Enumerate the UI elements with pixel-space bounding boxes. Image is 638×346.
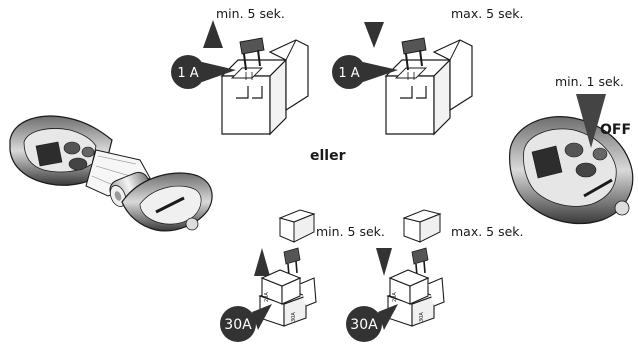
arrow-down-icon xyxy=(376,248,392,276)
fuse-holder-small-icon xyxy=(220,37,309,136)
time-label-bottom-right: max. 5 sek. xyxy=(451,224,524,239)
svg-text:1 A: 1 A xyxy=(177,66,198,81)
svg-text:1 A: 1 A xyxy=(338,66,359,81)
fuse-badge-top-right: 1 A xyxy=(332,55,398,89)
time-label-bottom-left: min. 5 sek. xyxy=(316,224,385,239)
fuse-badge-bottom-right: 30A xyxy=(346,304,398,342)
time-label-top-right: max. 5 sek. xyxy=(451,6,524,21)
off-label: OFF xyxy=(600,122,631,138)
blade-fuse-icon xyxy=(411,247,429,277)
svg-text:30A: 30A xyxy=(291,312,297,322)
blade-fuse-icon xyxy=(283,247,301,277)
fuse-holder-small-icon xyxy=(384,37,473,136)
svg-text:20A: 20A xyxy=(392,292,398,302)
fuse-badge-top-left: 1 A xyxy=(171,55,236,89)
or-label: eller xyxy=(310,148,346,164)
fuse-badge-bottom-left: 30A xyxy=(220,304,272,342)
svg-text:30A: 30A xyxy=(419,312,425,322)
svg-text:30A: 30A xyxy=(224,317,252,333)
arrow-down-icon xyxy=(364,22,384,48)
arrow-up-icon xyxy=(254,248,270,276)
press-arrow-icon xyxy=(576,94,606,148)
arrow-up-icon xyxy=(203,20,223,48)
time-label-top-left: min. 5 sek. xyxy=(216,6,285,21)
svg-text:20A: 20A xyxy=(264,292,270,302)
remote-control-icon xyxy=(509,116,634,225)
time-label-remote: min. 1 sek. xyxy=(555,74,624,89)
fuse-holder-large-icon: 20A 30A xyxy=(386,269,445,327)
svg-text:30A: 30A xyxy=(350,317,378,333)
remote-control-open-icon xyxy=(9,115,213,232)
fuse-holder-large-icon: 20A 30A xyxy=(258,269,317,327)
fuse-cap-icon xyxy=(402,209,442,243)
fuse-cap-icon xyxy=(278,209,316,243)
